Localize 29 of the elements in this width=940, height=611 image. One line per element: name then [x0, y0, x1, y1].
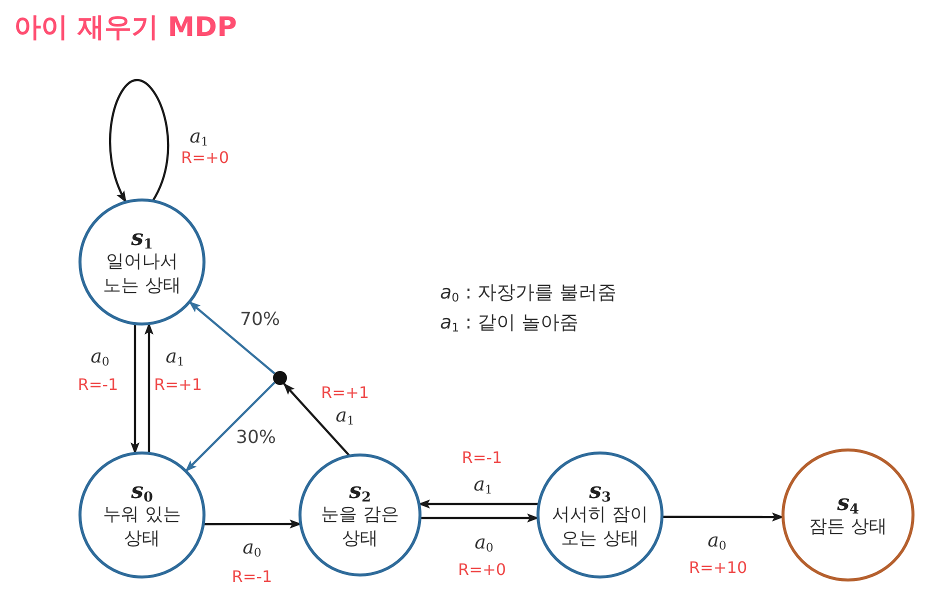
arrow [130, 324, 140, 454]
state-circle [78, 198, 206, 326]
state-circle [298, 453, 422, 577]
loop-arrow [109, 78, 170, 203]
arrow [188, 301, 276, 374]
state-circle [78, 451, 206, 579]
arrow [203, 520, 302, 528]
state-label: 일어나서 노는 상태 [102, 250, 182, 297]
arrow [662, 512, 784, 522]
arrow [283, 382, 350, 457]
action-note: a$_{0}$ : 자장가를 불러줌 [440, 282, 617, 304]
state-symbol: s$_{0}$ [131, 480, 153, 504]
state-circle [781, 448, 915, 582]
state-label: 잠든 상태 [808, 514, 888, 538]
state-label: 서서히 잠이 오는 상태 [551, 503, 649, 550]
state-symbol: s$_{3}$ [589, 480, 611, 504]
state-label: 누워 있는 상태 [102, 503, 182, 550]
title: 아이 재우기 MDP [14, 12, 237, 44]
state-circle [536, 451, 664, 579]
action-note: a$_{1}$ : 같이 놀아줌 [440, 312, 579, 334]
arrow [144, 322, 154, 454]
junction-dot [271, 369, 289, 387]
state-symbol: s$_{4}$ [837, 492, 859, 515]
state-symbol: s$_{1}$ [131, 227, 153, 250]
arrow [420, 514, 540, 522]
arrow [185, 382, 276, 472]
arrow [418, 500, 539, 508]
state-label: 눈을 감은 상태 [320, 503, 400, 550]
state-symbol: s$_{2}$ [349, 480, 371, 504]
